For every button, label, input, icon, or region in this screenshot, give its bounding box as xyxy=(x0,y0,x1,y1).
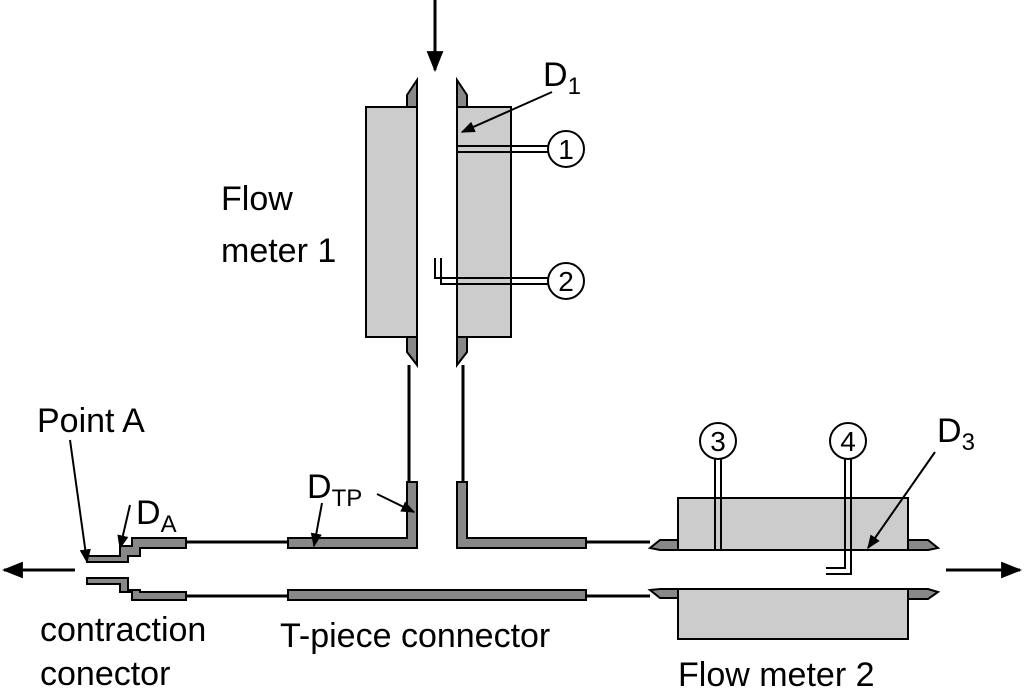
flow-meter-1 xyxy=(365,76,512,368)
contraction-label-line1: contraction xyxy=(40,611,206,649)
flow-meter-2-flange-top-right xyxy=(907,539,941,551)
point-a-label: Point A xyxy=(37,402,145,440)
flow-meter-2 xyxy=(647,497,941,640)
t-piece-upper-left xyxy=(287,481,418,549)
marker-2: 2 xyxy=(547,262,585,300)
flow-meter-2-flange-bottom-left xyxy=(647,588,679,599)
marker-3-label: 3 xyxy=(710,426,726,457)
leader-da xyxy=(117,504,131,550)
contraction-label-line2: conector xyxy=(40,655,170,690)
flow-meter-1-bottom-flange-right xyxy=(456,336,468,368)
leader-dtp xyxy=(376,493,416,513)
d3-label: D3 xyxy=(937,412,975,456)
flow-meter-1-body-right xyxy=(456,106,512,338)
contraction-upper xyxy=(86,537,187,563)
leader-point-a xyxy=(69,439,91,564)
marker-1-label: 1 xyxy=(558,134,574,165)
d1-label: D1 xyxy=(543,56,581,100)
marker-1: 1 xyxy=(547,130,585,168)
leader-d1 xyxy=(460,91,553,133)
da-label: DA xyxy=(136,494,177,538)
flow-meter-1-label-line2: meter 1 xyxy=(221,232,336,270)
flow-meter-2-body-top xyxy=(677,497,909,551)
probe-1 xyxy=(457,145,548,153)
flow-meter-1-bottom-flange-left xyxy=(406,336,418,368)
flow-meter-2-label: Flow meter 2 xyxy=(678,656,875,690)
leader-d3 xyxy=(867,451,936,550)
flow-meter-2-body-bottom xyxy=(677,588,909,640)
dtp-label: DTP xyxy=(307,468,362,512)
marker-2-label: 2 xyxy=(558,266,574,297)
marker-3: 3 xyxy=(699,422,737,460)
t-piece-upper-right xyxy=(456,481,587,549)
marker-4: 4 xyxy=(829,422,867,460)
contraction-connector xyxy=(86,537,187,601)
leader-dtp-2 xyxy=(310,502,323,548)
flow-meter-2-flange-bottom-right xyxy=(907,588,941,600)
flow-meter-1-body-left xyxy=(365,106,418,338)
probe-3 xyxy=(714,458,722,550)
probe-4 xyxy=(826,458,852,575)
flow-meter-1-top-flange-left xyxy=(406,76,418,108)
flow-meter-1-label-line1: Flow xyxy=(221,180,293,218)
t-piece-lower xyxy=(287,589,587,601)
contraction-lower xyxy=(86,577,187,601)
probe-2 xyxy=(434,258,548,285)
t-piece-label: T-piece connector xyxy=(280,617,550,655)
flow-meter-2-flange-top-left xyxy=(647,539,679,551)
marker-4-label: 4 xyxy=(840,426,856,457)
t-piece-connector xyxy=(287,481,587,601)
flow-meter-1-top-flange-right xyxy=(456,76,468,108)
